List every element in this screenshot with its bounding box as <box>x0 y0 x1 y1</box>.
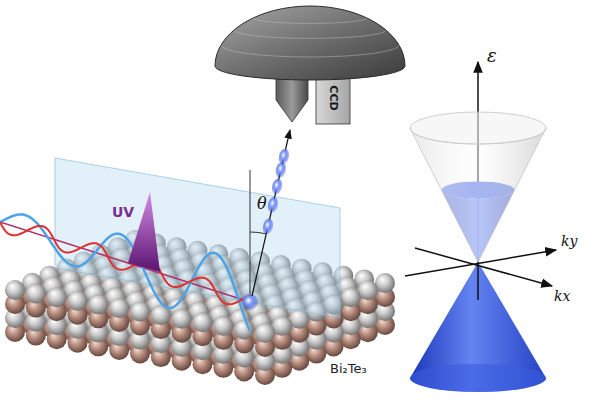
dome-ring <box>234 30 386 38</box>
atom <box>88 294 108 314</box>
surface-normal <box>250 170 251 302</box>
incidence-plane <box>55 158 340 318</box>
analyzer <box>215 6 405 124</box>
atom <box>130 302 150 322</box>
electron <box>270 178 283 196</box>
dome-ring <box>221 45 399 57</box>
electron-path <box>252 130 290 296</box>
kx-axis <box>415 248 552 286</box>
axis-label: kx <box>554 289 570 304</box>
atom <box>255 323 275 343</box>
atom <box>193 312 213 332</box>
beam-line <box>0 222 250 302</box>
upper-cone <box>410 128 546 262</box>
hit-spot <box>242 294 258 310</box>
atom <box>47 287 67 307</box>
atom <box>26 284 46 304</box>
atom <box>68 291 88 311</box>
wave-blue <box>0 214 250 330</box>
axis-label: ε <box>487 46 497 66</box>
electron <box>261 217 274 235</box>
uv-pulse <box>128 192 160 272</box>
angle-label: θ <box>257 195 267 213</box>
atom <box>109 298 129 318</box>
uv-beam <box>0 192 258 331</box>
electron <box>266 196 279 214</box>
atom <box>272 316 292 336</box>
atom <box>172 309 192 329</box>
atom <box>358 280 378 300</box>
dome-ring <box>253 18 367 23</box>
atom <box>234 319 254 339</box>
electron <box>277 148 290 166</box>
angle-arc <box>250 232 266 234</box>
lower-cone-rim <box>410 364 546 392</box>
atom <box>5 280 25 300</box>
upper-cone-rim <box>410 112 546 144</box>
axis-label: ky <box>561 234 577 249</box>
atom <box>341 287 361 307</box>
dirac-cone <box>405 62 556 392</box>
normal-line <box>250 170 251 302</box>
light-label: UV <box>112 205 134 220</box>
detector-label: CCD <box>327 85 339 110</box>
wave-red <box>0 222 252 304</box>
hemisphere <box>215 6 405 80</box>
angle-arc <box>250 232 266 234</box>
plane <box>55 158 340 318</box>
photoelectrons <box>252 130 291 296</box>
atom <box>375 273 395 293</box>
material-label: Bi₂Te₃ <box>330 362 367 376</box>
atom <box>213 316 233 336</box>
